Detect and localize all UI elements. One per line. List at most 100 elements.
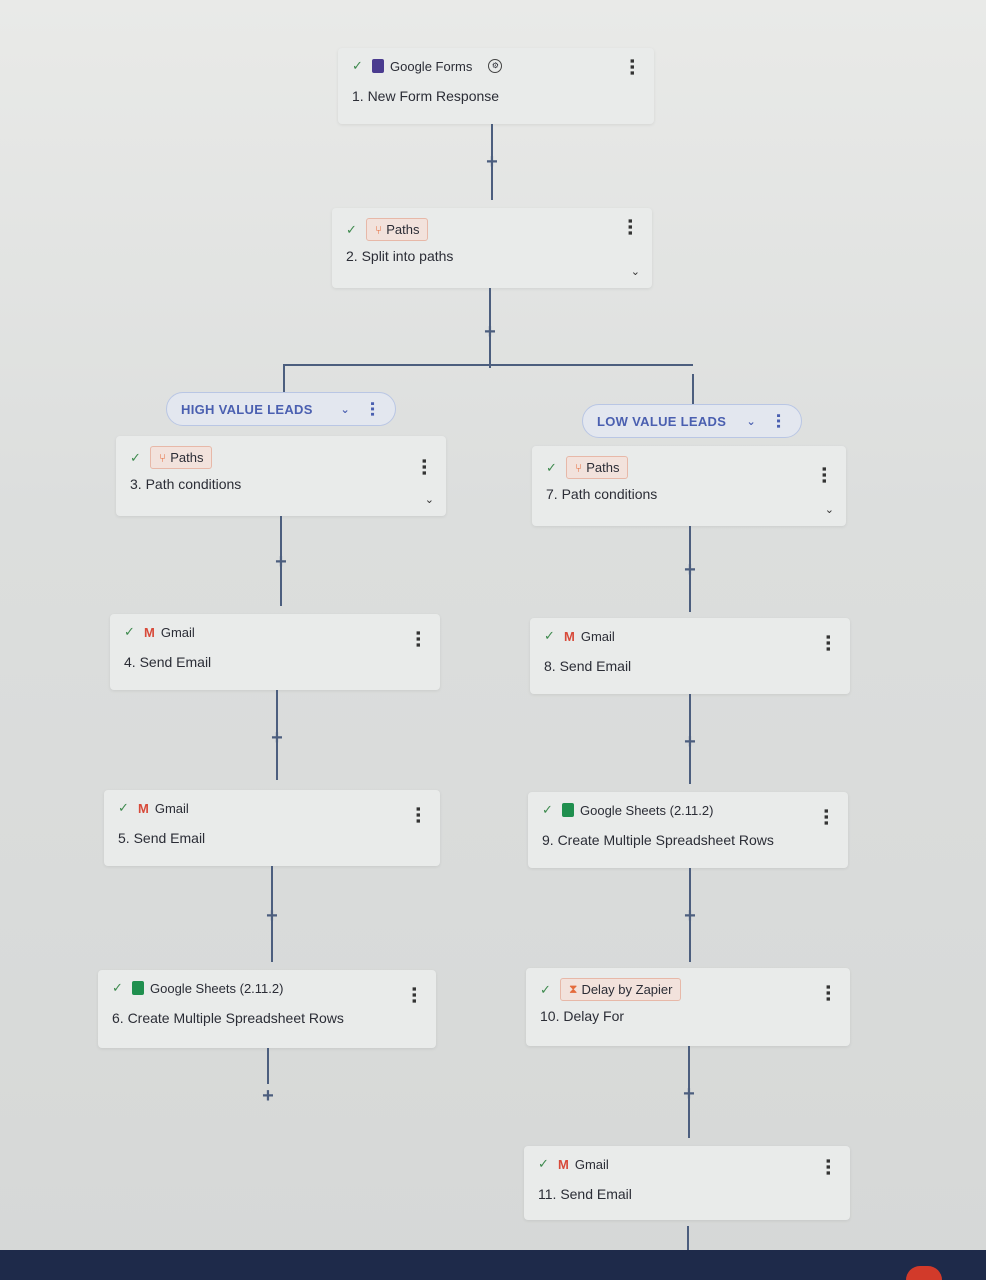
add-step-plus-icon[interactable]: + <box>271 727 283 749</box>
kebab-menu-icon[interactable]: ⋯ <box>408 630 428 648</box>
connector-line <box>280 516 282 606</box>
kebab-menu-icon[interactable]: ⋯ <box>404 986 424 1004</box>
kebab-menu-icon[interactable]: ⋯ <box>620 218 640 236</box>
add-step-plus-icon[interactable]: + <box>684 905 696 927</box>
step-title: 2. Split into paths <box>346 248 454 264</box>
step-app-name: Google Sheets (2.11.2) <box>150 980 284 996</box>
step-title: 6. Create Multiple Spreadsheet Rows <box>112 1010 344 1026</box>
step-header: ✓ M Gmail <box>118 800 189 816</box>
add-step-plus-icon[interactable]: + <box>684 731 696 753</box>
path-label-high-value-leads[interactable]: HIGH VALUE LEADS ⌄ ⋯ <box>166 392 396 426</box>
step-card-5[interactable]: ✓ M Gmail 5. Send Email ⋯ <box>104 790 440 866</box>
connector-line <box>276 690 278 780</box>
step-app-name: Google Sheets (2.11.2) <box>580 802 714 818</box>
check-icon: ✓ <box>542 802 553 817</box>
branch-line-right <box>692 374 694 404</box>
delay-icon: ⧗ <box>569 982 578 996</box>
kebab-menu-icon[interactable]: ⋯ <box>408 806 428 824</box>
check-icon: ✓ <box>346 221 357 237</box>
path-label-low-value-leads[interactable]: LOW VALUE LEADS ⌄ ⋯ <box>582 404 802 438</box>
step-card-6[interactable]: ✓ Google Sheets (2.11.2) 6. Create Multi… <box>98 970 436 1048</box>
gmail-icon: M <box>558 1156 569 1172</box>
connector-line <box>689 694 691 784</box>
step-title: 7. Path conditions <box>546 486 658 502</box>
google-sheets-icon <box>562 803 574 817</box>
check-icon: ✓ <box>544 628 555 643</box>
kebab-menu-icon[interactable]: ⋯ <box>814 466 834 484</box>
kebab-menu-icon[interactable]: ⋯ <box>769 412 786 430</box>
step-card-2[interactable]: ✓ ⑂ Paths 2. Split into paths ⋯ ⌄ <box>332 208 652 288</box>
connector-line <box>689 868 691 962</box>
step-title: 8. Send Email <box>544 658 632 674</box>
path-label-text: LOW VALUE LEADS <box>597 413 727 429</box>
connector-line <box>489 288 491 368</box>
paths-app-chip: ⑂ Paths <box>150 446 213 469</box>
step-header: ✓ ⑂ Paths <box>546 456 629 479</box>
step-header: ✓ ⧗ Delay by Zapier <box>540 978 682 1001</box>
chevron-down-icon[interactable]: ⌄ <box>630 266 640 278</box>
step-header: ✓ M Gmail <box>124 624 195 640</box>
step-app-name: Delay by Zapier <box>581 982 673 997</box>
step-title: 5. Send Email <box>118 830 206 846</box>
step-header: ✓ ⑂ Paths <box>130 446 213 469</box>
kebab-menu-icon[interactable]: ⋯ <box>414 458 434 476</box>
check-icon: ✓ <box>118 800 129 815</box>
connector-line <box>491 124 493 200</box>
step-header: ✓ ⑂ Paths <box>346 218 429 241</box>
step-card-8[interactable]: ✓ M Gmail 8. Send Email ⋯ <box>530 618 850 694</box>
step-card-10[interactable]: ✓ ⧗ Delay by Zapier 10. Delay For ⋯ <box>526 968 850 1046</box>
check-icon: ✓ <box>546 459 557 475</box>
step-app-name: Google Forms <box>390 58 473 74</box>
paths-icon: ⑂ <box>375 222 383 237</box>
gmail-icon: M <box>144 624 155 640</box>
add-step-plus-icon[interactable]: + <box>262 1085 274 1107</box>
delay-app-chip: ⧗ Delay by Zapier <box>560 978 682 1001</box>
connector-line <box>688 1046 690 1138</box>
add-step-plus-icon[interactable]: + <box>266 905 278 927</box>
step-app-name: Paths <box>386 222 420 237</box>
step-card-7[interactable]: ✓ ⑂ Paths 7. Path conditions ⋯ ⌄ <box>532 446 846 526</box>
paths-app-chip: ⑂ Paths <box>366 218 429 241</box>
gmail-icon: M <box>564 628 575 644</box>
step-card-11[interactable]: ✓ M Gmail 11. Send Email ⋯ <box>524 1146 850 1220</box>
branch-line <box>283 364 693 366</box>
check-icon: ✓ <box>130 449 141 465</box>
check-icon: ✓ <box>124 624 135 639</box>
check-icon: ✓ <box>540 981 551 997</box>
settings-icon[interactable]: ⚙ <box>488 59 503 73</box>
add-step-plus-icon[interactable]: + <box>484 321 496 343</box>
kebab-menu-icon[interactable]: ⋯ <box>363 400 380 418</box>
taskbar-app-icon[interactable] <box>906 1266 942 1280</box>
step-app-name: Gmail <box>574 1156 609 1172</box>
chevron-down-icon[interactable]: ⌄ <box>824 504 834 516</box>
chevron-down-icon[interactable]: ⌄ <box>424 494 434 506</box>
add-step-plus-icon[interactable]: + <box>684 559 696 581</box>
kebab-menu-icon[interactable]: ⋯ <box>816 808 836 826</box>
step-header: ✓ Google Forms ⚙ <box>352 58 503 74</box>
step-card-9[interactable]: ✓ Google Sheets (2.11.2) 9. Create Multi… <box>528 792 848 868</box>
step-title: 4. Send Email <box>124 654 212 670</box>
kebab-menu-icon[interactable]: ⋯ <box>818 984 838 1002</box>
chevron-down-icon[interactable]: ⌄ <box>340 403 350 416</box>
add-step-plus-icon[interactable]: + <box>486 151 498 173</box>
gmail-icon: M <box>138 800 149 816</box>
step-card-1[interactable]: ✓ Google Forms ⚙ 1. New Form Response ⋯ <box>338 48 654 124</box>
path-label-text: HIGH VALUE LEADS <box>181 401 313 417</box>
check-icon: ✓ <box>538 1156 549 1171</box>
kebab-menu-icon[interactable]: ⋯ <box>818 634 838 652</box>
step-header: ✓ Google Sheets (2.11.2) <box>542 802 713 818</box>
step-title: 1. New Form Response <box>352 88 500 104</box>
add-step-plus-icon[interactable]: + <box>683 1083 695 1105</box>
step-title: 10. Delay For <box>540 1008 625 1024</box>
add-step-plus-icon[interactable]: + <box>275 551 287 573</box>
kebab-menu-icon[interactable]: ⋯ <box>622 58 642 76</box>
kebab-menu-icon[interactable]: ⋯ <box>818 1158 838 1176</box>
step-card-4[interactable]: ✓ M Gmail 4. Send Email ⋯ <box>110 614 440 690</box>
check-icon: ✓ <box>112 980 123 995</box>
step-card-3[interactable]: ✓ ⑂ Paths 3. Path conditions ⋯ ⌄ <box>116 436 446 516</box>
chevron-down-icon[interactable]: ⌄ <box>746 415 756 428</box>
step-header: ✓ Google Sheets (2.11.2) <box>112 980 283 996</box>
google-sheets-icon <box>132 981 144 995</box>
step-app-name: Gmail <box>154 800 189 816</box>
branch-line-left <box>283 364 285 392</box>
